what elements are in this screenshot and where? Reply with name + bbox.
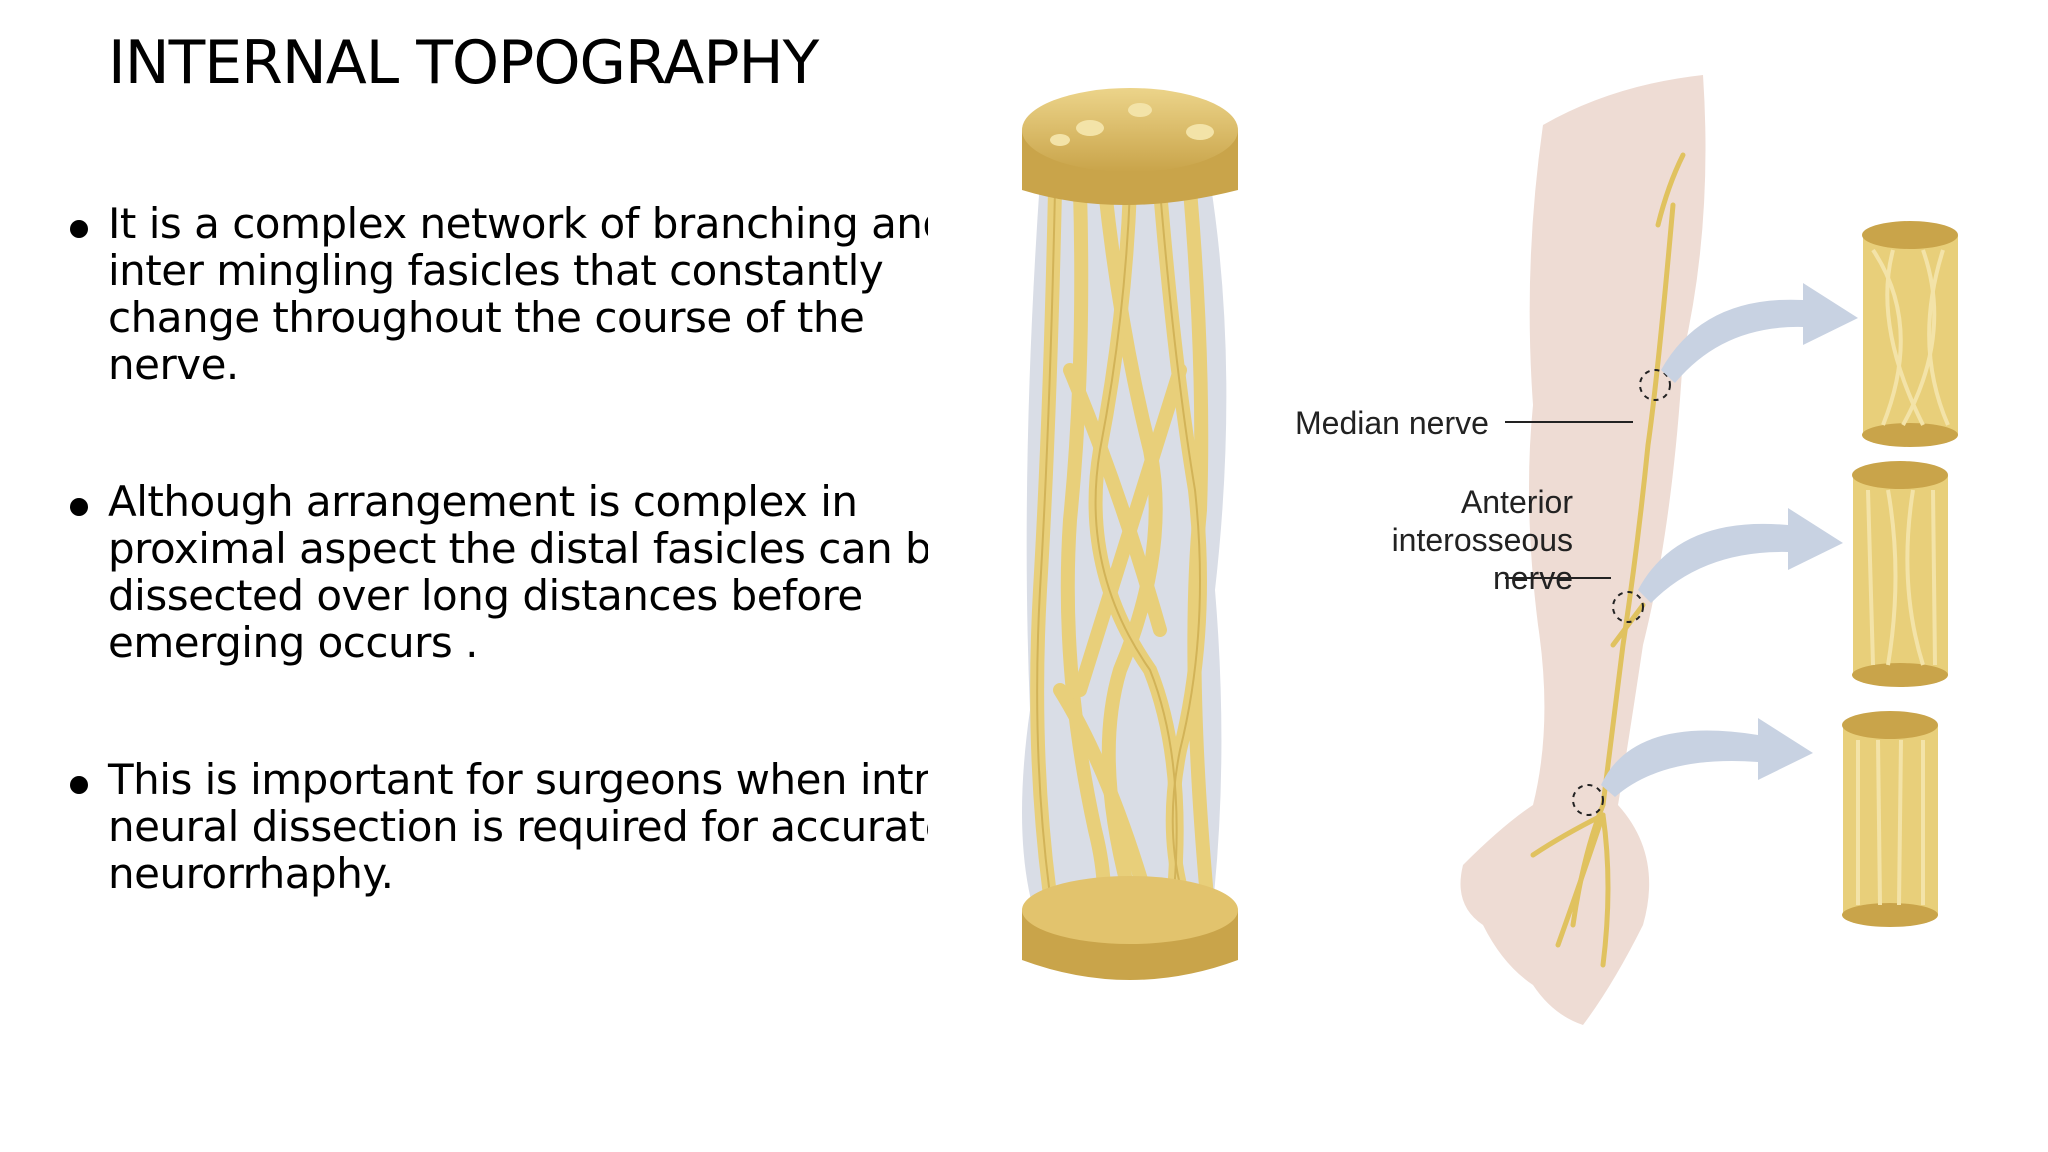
anterior-interosseous-nerve-label: Anterior interosseous nerve	[1273, 483, 1573, 597]
bullet-dot-icon	[70, 776, 88, 794]
label-line: nerve	[1492, 560, 1573, 596]
bullet-item: It is a complex network of branching and…	[60, 200, 928, 388]
bullet-list: It is a complex network of branching and…	[60, 200, 928, 897]
bullet-dot-icon	[70, 220, 88, 238]
bullet-item: This is important for surgeons when intr…	[60, 756, 928, 897]
arm-nerve-diagram: Median nerve Anterior interosseous nerve	[1283, 25, 2043, 1050]
slide-title: INTERNAL TOPOGRAPHY	[108, 28, 819, 98]
bullet-text: Although arrangement is complex in proxi…	[108, 477, 928, 667]
label-line: interosseous	[1391, 522, 1573, 558]
nerve-fascicle-illustration	[1022, 88, 1238, 980]
median-nerve-label: Median nerve	[1295, 405, 1489, 441]
bullet-text: This is important for surgeons when intr…	[108, 755, 928, 897]
bullet-dot-icon	[70, 498, 88, 516]
bullet-item: Although arrangement is complex in proxi…	[60, 478, 928, 666]
label-line: Anterior	[1460, 484, 1573, 520]
arm-illustration	[1460, 75, 1958, 1025]
bullet-text: It is a complex network of branching and…	[108, 200, 928, 389]
